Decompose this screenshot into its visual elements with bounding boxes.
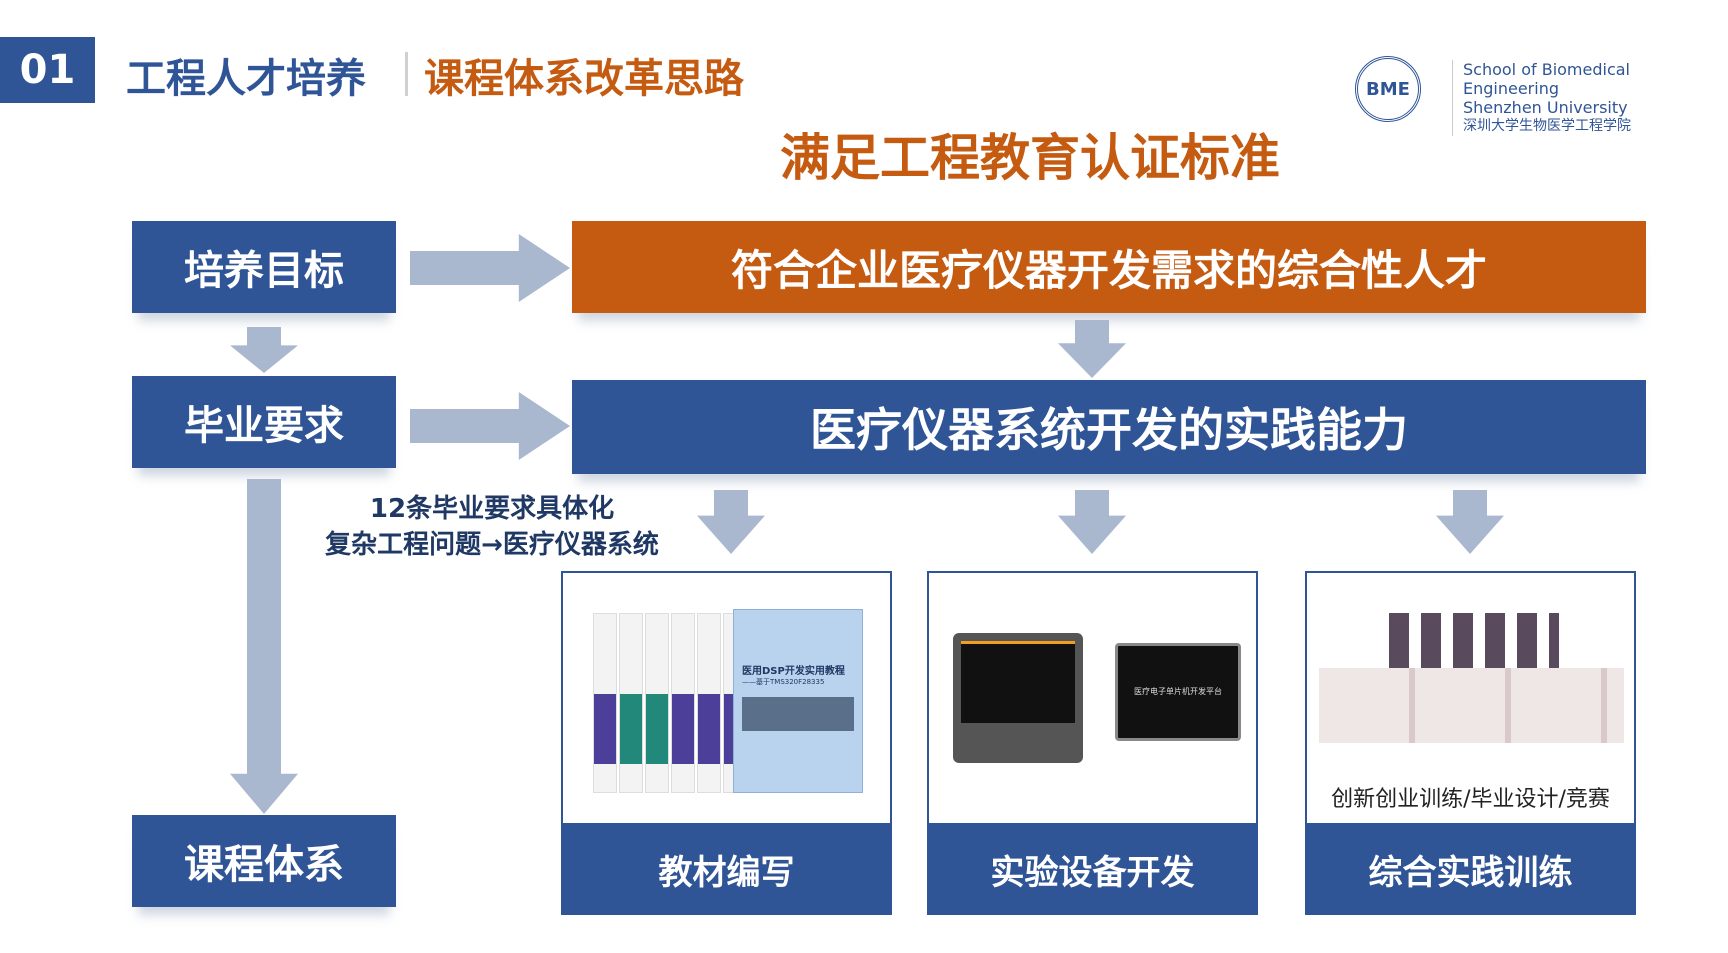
practice-caption: 创新创业训练/毕业设计/竞赛 [1331, 787, 1610, 812]
arrow-down-icon [1058, 320, 1126, 378]
goal-box: 培养目标 [132, 221, 396, 313]
device-text: 医疗电子单片机开发平台 [1134, 687, 1222, 696]
patient-monitor-image [953, 633, 1083, 763]
arrow-down-icon [1058, 490, 1126, 554]
panel-label: 综合实践训练 [1305, 823, 1636, 915]
school-name-cn: 深圳大学生物医学工程学院 [1463, 118, 1631, 134]
logo-mark: BME [1366, 78, 1410, 100]
section-subtitle: 课程体系改革思路 [424, 56, 744, 102]
university-name-en: Shenzhen University [1463, 98, 1628, 117]
panel-devices: 医疗电子单片机开发平台 实验设备开发 [927, 571, 1258, 915]
book-subtitle: ——基于TMS320F28335 [742, 678, 825, 686]
arrow-down-icon [1436, 490, 1504, 554]
curriculum-box: 课程体系 [132, 815, 396, 907]
dev-platform-case-image: 医疗电子单片机开发平台 [1115, 643, 1241, 741]
arrow-right-icon [410, 234, 570, 302]
section-number: 01 [0, 37, 95, 103]
book-title: 医用DSP开发实用教程 [742, 666, 845, 677]
talent-bar: 符合企业医疗仪器开发需求的综合性人才 [572, 221, 1646, 313]
arrow-down-icon [230, 327, 298, 373]
textbooks-image: 医用DSP开发实用教程 ——基于TMS320F28335 [563, 573, 890, 913]
note-line2: 复杂工程问题→医疗仪器系统 [325, 530, 659, 560]
panel-practice: 创新创业训练/毕业设计/竞赛 综合实践训练 [1305, 571, 1636, 915]
school-name: School of Biomedical Engineering Shenzhe… [1452, 60, 1728, 136]
headline: 满足工程教育认证标准 [780, 129, 1280, 187]
arrow-down-icon [697, 490, 765, 554]
ability-bar: 医疗仪器系统开发的实践能力 [572, 380, 1646, 474]
school-logo: BME [1355, 56, 1421, 122]
panel-label: 实验设备开发 [927, 823, 1258, 915]
requirement-box: 毕业要求 [132, 376, 396, 468]
panel-textbooks: 医用DSP开发实用教程 ——基于TMS320F28335 教材编写 [561, 571, 892, 915]
panel-label: 教材编写 [561, 823, 892, 915]
school-name-en: School of Biomedical Engineering [1463, 60, 1630, 98]
note-line1: 12条毕业要求具体化 [369, 494, 615, 524]
arrow-right-icon [410, 392, 570, 460]
trophies-certificates-image [1319, 613, 1624, 753]
title-divider [405, 52, 408, 96]
long-arrow-down-icon [230, 479, 298, 814]
section-title: 工程人才培养 [126, 56, 366, 102]
